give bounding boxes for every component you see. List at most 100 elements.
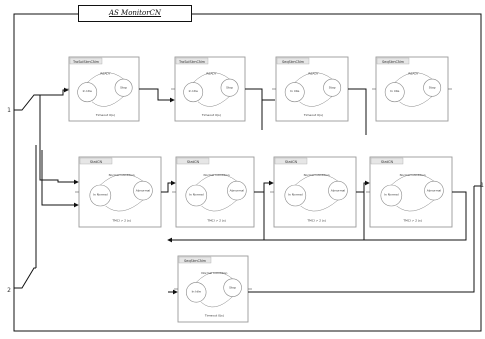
wire-r1c3-r1c4 bbox=[348, 88, 367, 135]
state-left-label: In Idle bbox=[83, 89, 92, 93]
state-left-label: In Idle bbox=[290, 89, 299, 93]
state-block-r2c1: StatCN In Normal Abnormal Normal ConditionT… bbox=[75, 156, 165, 228]
block-header-label: StatCN bbox=[90, 160, 103, 164]
transition-top-label: Normal Condition bbox=[201, 271, 227, 275]
transition-arc-top bbox=[100, 173, 144, 186]
transition-arc-bottom bbox=[299, 96, 333, 107]
port-label-right: 1 bbox=[480, 182, 484, 189]
block-header-tab bbox=[79, 157, 113, 165]
wire-to-r1c1 bbox=[40, 87, 69, 96]
state-right-label: Stop bbox=[120, 86, 127, 90]
transition-bottom-label: Timeout 0(s) bbox=[204, 314, 224, 318]
transition-arc-bottom bbox=[300, 199, 339, 212]
feedback-wire bbox=[167, 191, 467, 243]
block-header-label: SeqStmCNm bbox=[382, 60, 405, 64]
transition-top-label: READY bbox=[308, 71, 318, 75]
block-header-label: StatCN bbox=[381, 160, 394, 164]
state-left-label: In Idle bbox=[189, 89, 198, 93]
transition-arc-bottom bbox=[399, 96, 433, 107]
state-left-label: In Normal bbox=[93, 193, 108, 197]
transition-arc-top bbox=[295, 173, 339, 186]
diagram-title: AS MonitorCN bbox=[108, 9, 162, 17]
block-header-tab bbox=[175, 57, 209, 65]
transition-bottom-label: Timeout 0(s) bbox=[95, 113, 115, 117]
state-block-r3c1: SeqStmCNm In Idle Stop Normal ConditionTime… bbox=[174, 255, 252, 323]
transition-top-label: Normal Condition bbox=[400, 173, 426, 177]
transition-bottom-label: TMCI > 2 (s) bbox=[206, 218, 226, 222]
state-right-label: Abnormal bbox=[427, 189, 442, 193]
state-right-label: Abnormal bbox=[230, 189, 245, 193]
wire-to-r2c1-lower bbox=[41, 150, 79, 208]
transition-top-label: READY bbox=[206, 71, 216, 75]
port-label-left-bottom: 2 bbox=[7, 287, 11, 294]
state-block-r2c3: StatCN In Normal Abnormal Normal ConditionT… bbox=[270, 156, 360, 228]
transition-arc-top bbox=[196, 272, 233, 283]
diagram-title-box: AS MonitorCN bbox=[78, 5, 192, 22]
block-header-label: StatCN bbox=[187, 160, 200, 164]
block-header-tab bbox=[276, 57, 310, 65]
transition-arc-top bbox=[391, 173, 435, 186]
transition-top-label: Normal Condition bbox=[203, 173, 229, 177]
transition-bottom-label: TMCI > 2 (s) bbox=[306, 218, 326, 222]
transition-top-label: Normal Condition bbox=[109, 173, 135, 177]
left-input-2-wire bbox=[14, 267, 36, 289]
transition-bottom-label: TMCI > 2 (s) bbox=[111, 218, 131, 222]
state-block-r1c4: SeqStmCNm In Idle Stop READY bbox=[372, 56, 452, 122]
state-right-label: Abnormal bbox=[331, 189, 346, 193]
block-header-tab bbox=[376, 57, 410, 65]
block-header-label: SeqStmCNm bbox=[184, 259, 207, 263]
wire-to-r2c1 bbox=[39, 95, 79, 185]
wire-r3c1-out bbox=[248, 186, 475, 293]
transition-arc-top bbox=[394, 72, 433, 83]
block-header-tab bbox=[176, 157, 210, 165]
block-header-label: TraSolStmCNm bbox=[72, 60, 100, 64]
state-right-label: Stop bbox=[226, 86, 233, 90]
state-left-label: In Normal bbox=[288, 193, 303, 197]
block-header-tab bbox=[274, 157, 308, 165]
wire-r2c1-r2c2 bbox=[161, 180, 176, 193]
transition-arc-top bbox=[87, 72, 124, 83]
state-right-label: Abnormal bbox=[136, 189, 151, 193]
state-right-label: Stop bbox=[429, 86, 436, 90]
state-block-r1c3: SeqStmCNm In Idle Stop READY Timeout 0(s) bbox=[272, 56, 352, 122]
block-header-tab bbox=[178, 256, 212, 264]
block-header-label: SeqStmCNm bbox=[282, 60, 305, 64]
transition-top-label: READY bbox=[100, 71, 110, 75]
transition-arc-top bbox=[196, 173, 237, 186]
outer-frame-wire bbox=[13, 13, 482, 332]
block-header-tab bbox=[370, 157, 404, 165]
wire-r1c2-r1c3 bbox=[245, 88, 275, 101]
state-right-label: Stop bbox=[229, 286, 236, 290]
transition-arc-bottom bbox=[200, 296, 233, 308]
wire-r2c3-r2c4 bbox=[356, 180, 370, 193]
transition-arc-top bbox=[294, 72, 333, 83]
transition-arc-bottom bbox=[396, 199, 435, 212]
transition-arc-bottom bbox=[105, 199, 144, 212]
state-left-label: In Idle bbox=[192, 289, 201, 293]
state-right-label: Stop bbox=[329, 86, 336, 90]
state-left-label: In Normal bbox=[189, 193, 204, 197]
port-label-left-top: 1 bbox=[7, 107, 11, 114]
left-input-1-wire bbox=[14, 94, 40, 111]
wire-r2c2-r2c3 bbox=[254, 180, 274, 193]
state-left-label: In Normal bbox=[384, 193, 399, 197]
block-header-label: StatCN bbox=[285, 160, 298, 164]
block-header-label: TraSolStmCNm bbox=[178, 60, 206, 64]
transition-bottom-label: TMCI > 2 (s) bbox=[402, 218, 422, 222]
state-block-r2c4: StatCN In Normal Abnormal Normal ConditionT… bbox=[366, 156, 456, 228]
state-block-r1c1: TraSolStmCNm In Idle Stop READY Timeout 0(s) bbox=[65, 56, 143, 122]
transition-arc-bottom bbox=[91, 96, 124, 107]
transition-bottom-label: Timeout 0(s) bbox=[201, 113, 221, 117]
state-block-r1c2: TraSolStmCNm In Idle Stop READY Timeout 0(s) bbox=[171, 56, 249, 122]
transition-bottom-label: Timeout 0(s) bbox=[303, 113, 323, 117]
block-header-tab bbox=[69, 57, 103, 65]
transition-top-label: Normal Condition bbox=[304, 173, 330, 177]
transition-arc-bottom bbox=[201, 199, 238, 212]
transition-arc-top bbox=[193, 72, 230, 83]
transition-arc-bottom bbox=[197, 96, 230, 107]
wire-r1c1-r1c2 bbox=[139, 88, 175, 103]
transition-top-label: READY bbox=[408, 71, 418, 75]
state-left-label: In Idle bbox=[390, 89, 399, 93]
state-block-r2c2: StatCN In Normal Abnormal Normal ConditionT… bbox=[172, 156, 258, 228]
